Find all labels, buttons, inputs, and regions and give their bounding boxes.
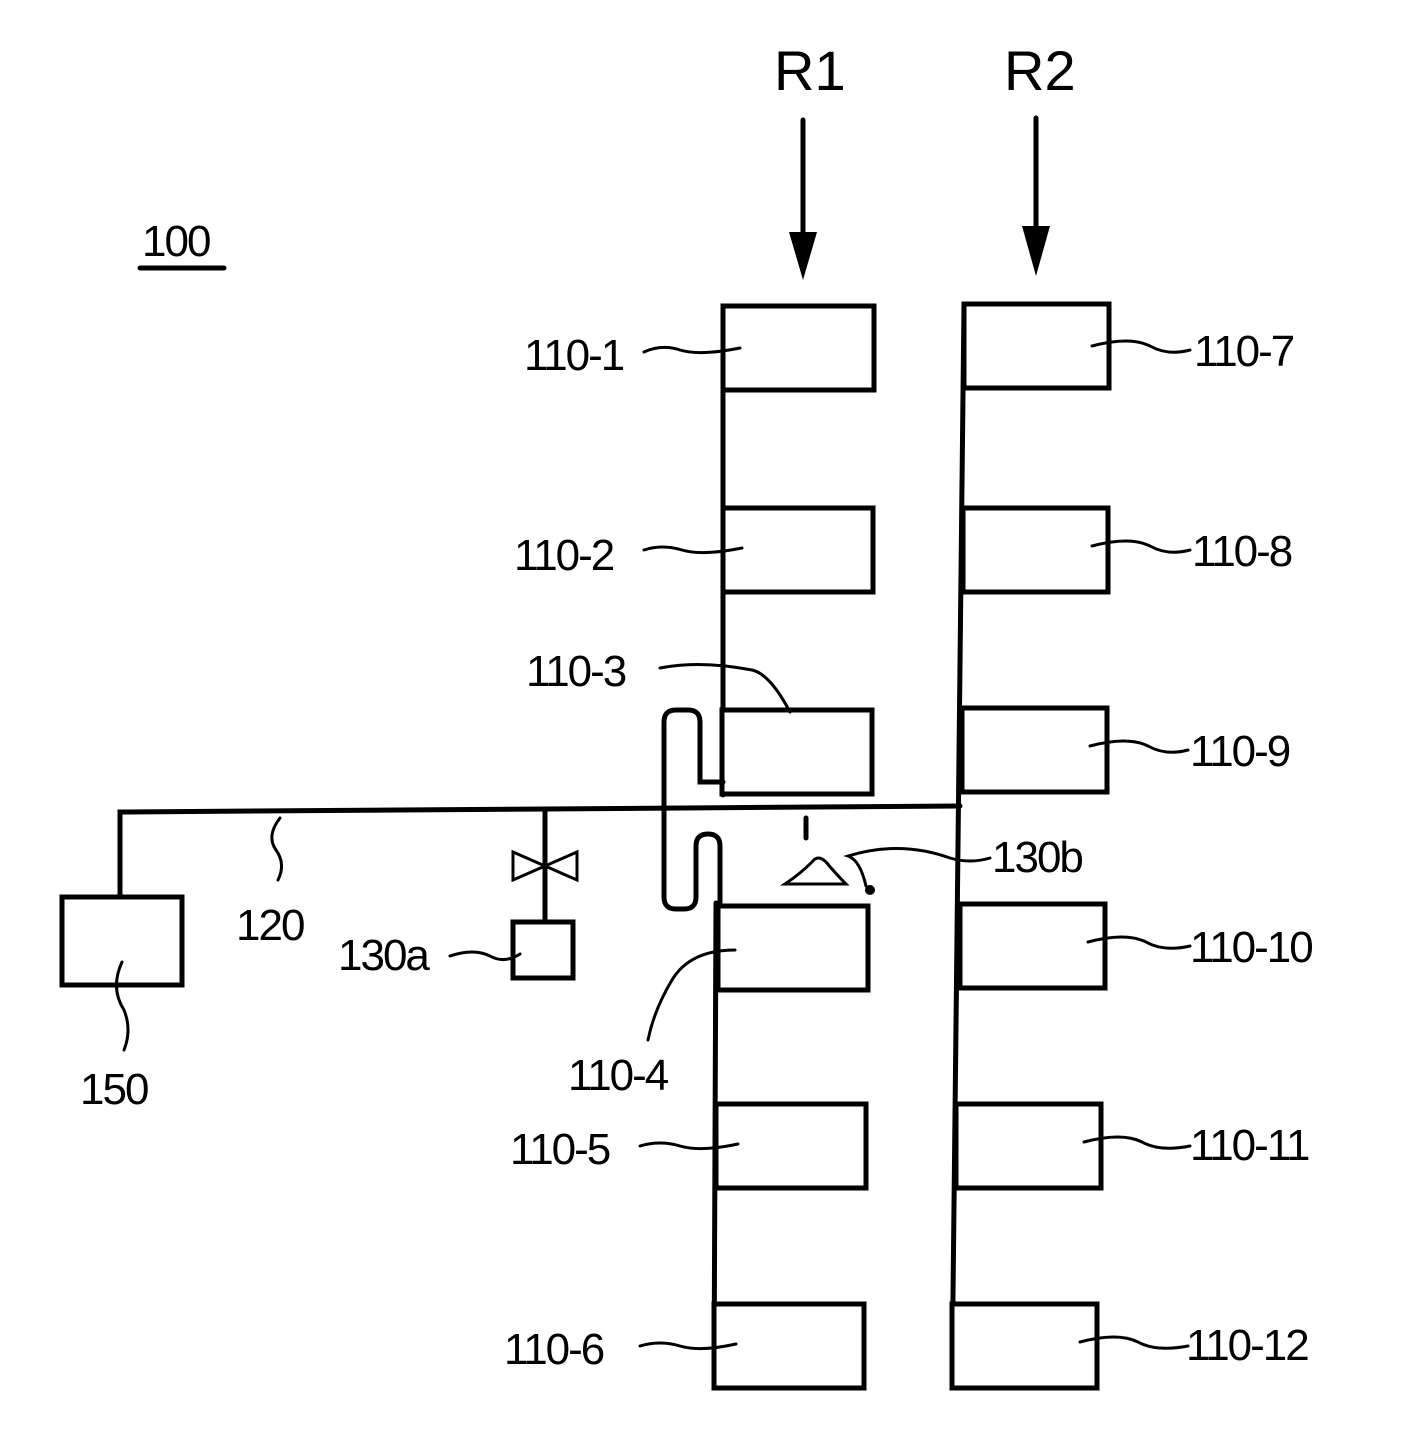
module-box-110-2 xyxy=(723,508,873,592)
module-box-110-10 xyxy=(960,904,1105,988)
module-box-110-12 xyxy=(952,1304,1097,1388)
label-110-7: 110-7 xyxy=(1194,327,1294,376)
label-110-6: 110-6 xyxy=(504,1325,604,1374)
row-label-r1: R1 xyxy=(774,39,846,102)
label-110-3: 110-3 xyxy=(526,647,626,696)
figure-reference-label: 100 xyxy=(142,217,210,266)
label-110-8: 110-8 xyxy=(1192,527,1292,576)
label-110-5: 110-5 xyxy=(510,1125,610,1174)
label-130b: 130b xyxy=(992,833,1082,882)
sensor-icon xyxy=(785,858,846,884)
module-box-110-6 xyxy=(714,1304,864,1388)
leader-130b xyxy=(848,848,990,886)
module-box-110-1 xyxy=(723,306,874,390)
module-box-110-8 xyxy=(963,508,1108,592)
label-110-10: 110-10 xyxy=(1190,923,1312,972)
module-box-110-9 xyxy=(962,708,1107,792)
label-150: 150 xyxy=(80,1065,148,1114)
arrow-r1 xyxy=(789,120,817,280)
label-110-9: 110-9 xyxy=(1190,727,1290,776)
leader-120 xyxy=(272,818,282,880)
label-130a: 130a xyxy=(338,931,430,980)
controller-box-150 xyxy=(62,897,182,985)
row2-trunk xyxy=(952,304,964,1386)
pipe-120 xyxy=(120,806,960,895)
module-box-110-3 xyxy=(722,710,872,794)
label-110-4: 110-4 xyxy=(568,1051,669,1100)
valve-unit-box-130a xyxy=(513,922,573,978)
label-120: 120 xyxy=(236,901,304,950)
label-110-2: 110-2 xyxy=(514,531,614,580)
label-110-12: 110-12 xyxy=(1186,1321,1308,1370)
module-box-110-7 xyxy=(964,304,1109,388)
leader-130a xyxy=(450,952,520,960)
arrow-r2 xyxy=(1022,118,1050,276)
module-box-110-4 xyxy=(718,906,868,990)
label-110-1: 110-1 xyxy=(524,331,624,380)
module-box-110-5 xyxy=(716,1104,866,1188)
label-110-11: 110-11 xyxy=(1190,1121,1309,1170)
row-label-r2: R2 xyxy=(1004,39,1076,102)
module-box-110-11 xyxy=(956,1104,1101,1188)
